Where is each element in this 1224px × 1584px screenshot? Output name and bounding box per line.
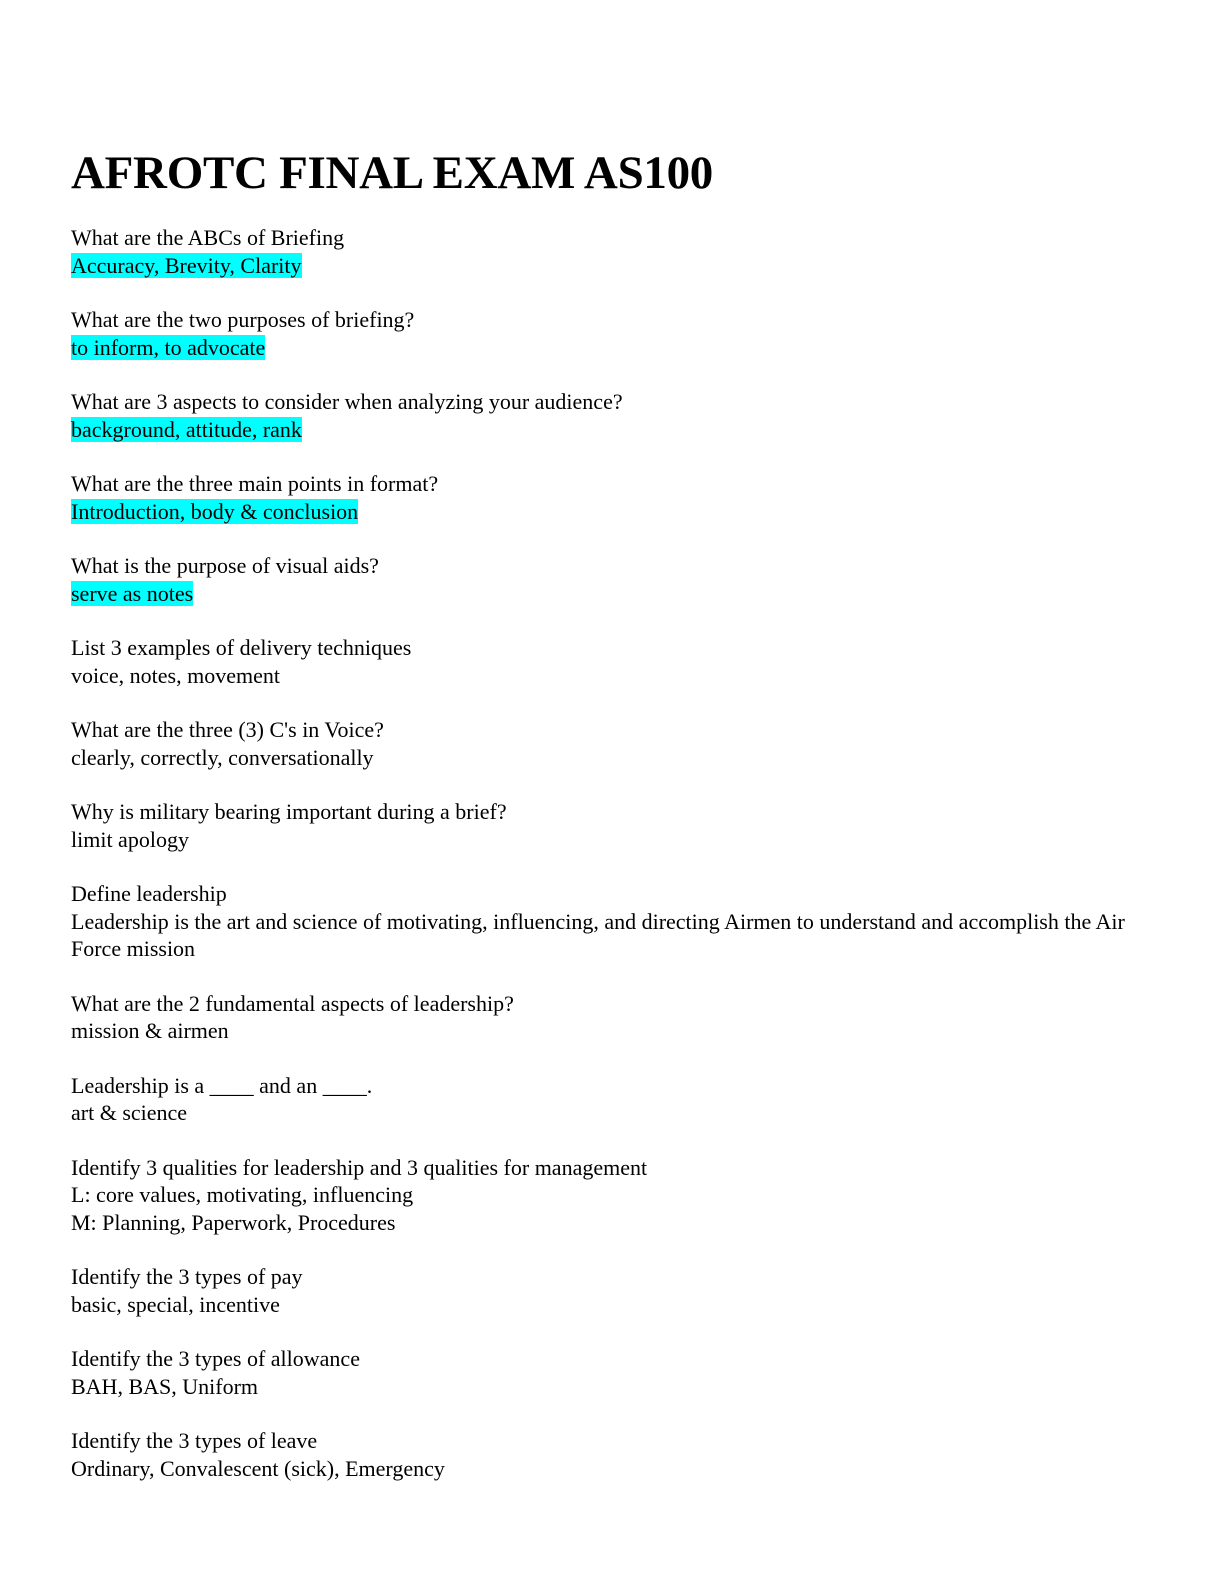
- answer-text: background, attitude, rank: [71, 416, 302, 442]
- answer-line: serve as notes: [71, 580, 1161, 608]
- qa-item: What is the purpose of visual aids? serv…: [71, 552, 1161, 607]
- answer-text: limit apology: [71, 826, 189, 852]
- question-text: What are the ABCs of Briefing: [71, 225, 345, 250]
- question-text: What are the three (3) C's in Voice?: [71, 717, 384, 742]
- qa-item: Identify the 3 types of pay basic, speci…: [71, 1263, 1161, 1318]
- question-text: Leadership is a ____ and an ____.: [71, 1072, 373, 1098]
- question-text: What are the three main points in format…: [71, 471, 439, 496]
- qa-item: What are the three main points in format…: [71, 470, 1161, 525]
- answer-text: M: Planning, Paperwork, Procedures: [71, 1209, 396, 1235]
- qa-item: List 3 examples of delivery techniques v…: [71, 634, 1161, 689]
- qa-item: Identify 3 qualities for leadership and …: [71, 1154, 1161, 1237]
- question-text: Identify the 3 types of leave: [71, 1428, 318, 1453]
- qa-item: What are the ABCs of Briefing Accuracy, …: [71, 224, 1161, 279]
- answer-text: serve as notes: [71, 580, 194, 606]
- qa-item: What are the three (3) C's in Voice? cle…: [71, 716, 1161, 771]
- answer-text: clearly, correctly, conversationally: [71, 744, 374, 770]
- qa-item: Leadership is a ____ and an ____. art & …: [71, 1072, 1161, 1127]
- qa-item: What are the 2 fundamental aspects of le…: [71, 990, 1161, 1045]
- document-page: AFROTC FINAL EXAM AS100 What are the ABC…: [71, 140, 1161, 1509]
- question-text: Define leadership: [71, 881, 227, 906]
- answer-text: to inform, to advocate: [71, 334, 266, 360]
- qa-item: Identify the 3 types of allowance BAH, B…: [71, 1345, 1161, 1400]
- qa-item: Define leadership Leadership is the art …: [71, 880, 1161, 963]
- question-text: What are the 2 fundamental aspects of le…: [71, 990, 514, 1016]
- answer-line: Introduction, body & conclusion: [71, 498, 1161, 526]
- answer-text: voice, notes, movement: [71, 662, 280, 688]
- answer-text: basic, special, incentive: [71, 1291, 280, 1317]
- qa-item: What are 3 aspects to consider when anal…: [71, 388, 1161, 443]
- answer-text: mission & airmen: [71, 1018, 229, 1043]
- answer-text: L: core values, motivating, influencing: [71, 1182, 414, 1207]
- question-text: List 3 examples of delivery techniques: [71, 635, 412, 660]
- answer-line: to inform, to advocate: [71, 334, 1161, 362]
- question-text: Why is military bearing important during…: [71, 799, 507, 824]
- question-text: Identify the 3 types of pay: [71, 1264, 303, 1289]
- question-text: Identify 3 qualities for leadership and …: [71, 1154, 648, 1180]
- answer-text: BAH, BAS, Uniform: [71, 1373, 259, 1399]
- document-title: AFROTC FINAL EXAM AS100: [71, 147, 714, 199]
- question-text: What is the purpose of visual aids?: [71, 553, 379, 578]
- answer-text: Introduction, body & conclusion: [71, 498, 359, 524]
- question-text: What are 3 aspects to consider when anal…: [71, 389, 623, 414]
- qa-item: Identify the 3 types of leave Ordinary, …: [71, 1427, 1161, 1482]
- question-text: Identify the 3 types of allowance: [71, 1346, 360, 1371]
- qa-item: What are the two purposes of briefing? t…: [71, 306, 1161, 361]
- qa-item: Why is military bearing important during…: [71, 798, 1161, 853]
- answer-line: Accuracy, Brevity, Clarity: [71, 252, 1161, 280]
- question-text: What are the two purposes of briefing?: [71, 307, 415, 332]
- answer-text: Accuracy, Brevity, Clarity: [71, 252, 302, 278]
- answer-line: background, attitude, rank: [71, 416, 1161, 444]
- answer-text: art & science: [71, 1100, 188, 1125]
- answer-text: Ordinary, Convalescent (sick), Emergency: [71, 1455, 445, 1481]
- answer-text: Leadership is the art and science of mot…: [71, 908, 1125, 962]
